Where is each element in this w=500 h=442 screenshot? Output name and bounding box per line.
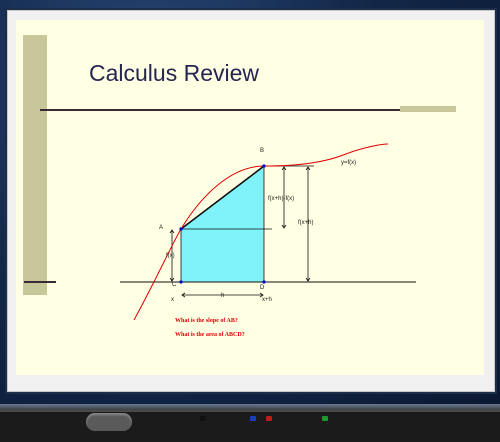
presentation-slide: Calculus Review (16, 20, 484, 375)
point-c (179, 280, 183, 284)
accent-bar (23, 35, 47, 295)
label-h: h (221, 293, 224, 299)
calculus-diagram: A B C D y=f(x) f(x) f(x+h)-f(x) f(x+h) h… (120, 143, 416, 321)
label-b: B (260, 148, 264, 154)
label-c: C (172, 282, 177, 288)
tray-highlight (0, 404, 500, 412)
pen-red[interactable] (266, 416, 272, 421)
pen-tray (0, 410, 500, 442)
label-d: D (260, 285, 265, 291)
secant-ab (180, 165, 265, 230)
label-x: x (171, 297, 174, 303)
slide-title: Calculus Review (89, 60, 260, 86)
question-slope: What is the slope of AB? (175, 318, 238, 324)
pen-green[interactable] (322, 416, 328, 421)
pen-black[interactable] (200, 416, 206, 421)
title-rule-accent (400, 106, 456, 112)
eraser[interactable] (86, 413, 132, 431)
point-b (262, 164, 266, 168)
title-rule (40, 109, 400, 111)
function-curve (133, 143, 389, 321)
curve-label: y=f(x) (341, 160, 356, 166)
question-area: What is the area of ABCD? (175, 332, 245, 338)
side-rule (24, 281, 56, 283)
region-abcd (180, 165, 265, 283)
bracket-arrows (169, 166, 311, 298)
label-fxh: f(x+h) (298, 220, 314, 226)
point-d (262, 280, 266, 284)
pen-blue[interactable] (250, 416, 256, 421)
label-fxh-minus-fx: f(x+h)-f(x) (268, 196, 294, 202)
point-a (179, 227, 183, 231)
label-fx: f(x) (166, 253, 175, 259)
label-a: A (159, 225, 163, 231)
label-xh: x+h (262, 297, 272, 303)
